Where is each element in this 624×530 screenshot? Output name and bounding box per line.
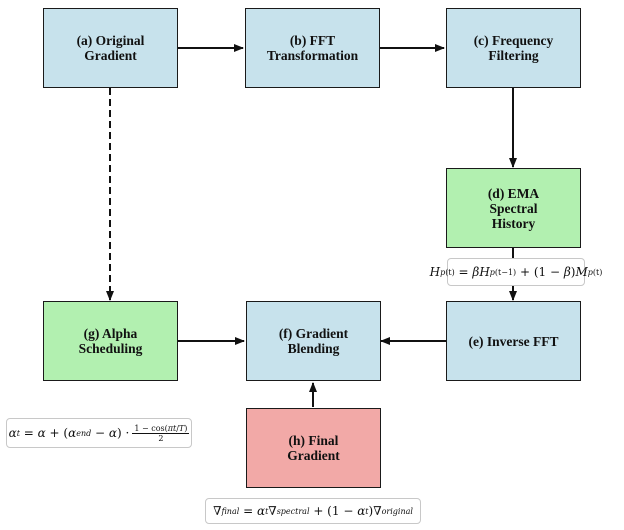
node-alpha-scheduling-label: (g) Alpha Scheduling <box>78 326 143 356</box>
node-gradient-blending-label: (f) Gradient Blending <box>278 326 349 356</box>
node-ema-spectral-history: (d) EMA Spectral History <box>446 168 581 248</box>
node-gradient-blending: (f) Gradient Blending <box>246 301 381 381</box>
node-fft-transformation: (b) FFT Transformation <box>245 8 380 88</box>
node-alpha-scheduling: (g) Alpha Scheduling <box>43 301 178 381</box>
node-original-gradient: (a) Original Gradient <box>43 8 178 88</box>
node-inverse-fft-label: (e) Inverse FFT <box>468 333 559 349</box>
node-final-gradient: (h) Final Gradient <box>246 408 381 488</box>
node-final-gradient-label: (h) Final Gradient <box>287 433 340 463</box>
node-original-gradient-label: (a) Original Gradient <box>76 33 145 63</box>
node-frequency-filtering: (c) Frequency Filtering <box>446 8 581 88</box>
node-frequency-filtering-label: (c) Frequency Filtering <box>473 33 554 63</box>
node-fft-transformation-label: (b) FFT Transformation <box>266 33 359 63</box>
node-inverse-fft: (e) Inverse FFT <box>446 301 581 381</box>
node-ema-spectral-history-label: (d) EMA Spectral History <box>487 185 540 231</box>
